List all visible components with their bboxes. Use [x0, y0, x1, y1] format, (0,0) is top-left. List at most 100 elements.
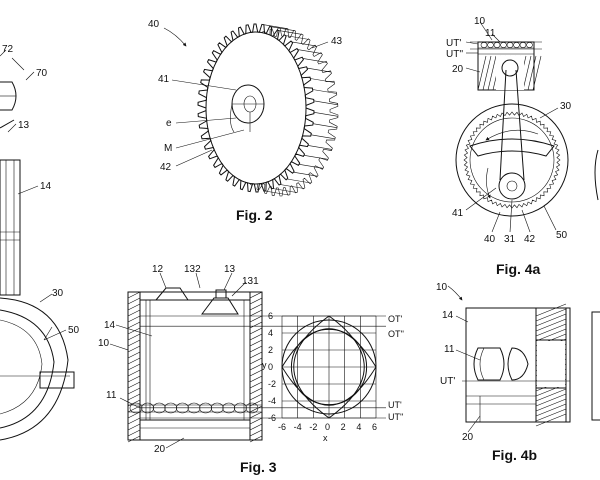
- fig4a-hatch-line: [487, 55, 497, 91]
- fig4a-rotation-arrow-lower: [486, 167, 491, 199]
- fig3-hatch-line: [249, 345, 263, 353]
- fig1-partial: 72 70 13 14 30 50: [0, 44, 80, 441]
- fig3-x-tick-label: 4: [356, 422, 361, 432]
- fig3-hatch-line: [249, 381, 263, 389]
- fig2-tooth-depth-line: [306, 67, 332, 73]
- fig3-hatch-line: [249, 423, 263, 431]
- fig2-tooth-depth-line: [270, 26, 295, 31]
- fig3-hatch-line: [127, 315, 141, 323]
- fig3-label-13: 13: [224, 264, 236, 275]
- fig4b-ring-left: [473, 347, 505, 381]
- fig4b-ring-right: [507, 347, 529, 381]
- fig3-x-tick-label: 2: [341, 422, 346, 432]
- fig3-hatch-line: [249, 327, 263, 335]
- fig3-cylinder-wall-left: [127, 291, 141, 441]
- fig2-label-42: 42: [160, 162, 172, 173]
- fig3-hatch-line: [127, 375, 141, 383]
- fig4a-caption: Fig. 4a: [496, 261, 541, 277]
- fig3-hatch-line: [127, 435, 141, 443]
- fig4b-figure: 10 14 11 UT' 20 Fig. 4b: [436, 282, 600, 463]
- fig3-label-132: 132: [184, 264, 201, 275]
- fig2-tooth-depth-line: [299, 164, 324, 169]
- fig3-hatch-line: [127, 345, 141, 353]
- fig2-label-43: 43: [331, 36, 343, 47]
- fig2-label-40: 40: [148, 19, 160, 30]
- fig4a-label-42: 42: [524, 234, 536, 245]
- fig3-valve-12: [155, 287, 189, 301]
- fig4a-hatch-line: [532, 55, 542, 91]
- fig3-wall-hatching: [127, 291, 263, 443]
- fig2-tooth-depth-line: [279, 184, 305, 189]
- fig4a-ring: [526, 42, 533, 48]
- fig3-hatch-line: [249, 429, 263, 437]
- fig3-hatch-line: [127, 309, 141, 317]
- fig3-hatch-line: [127, 303, 141, 311]
- fig4b-hatch-line: [535, 388, 567, 402]
- fig3-hatch-line: [127, 417, 141, 425]
- fig4a-piston-rings: [480, 42, 533, 48]
- fig2-label-41: 41: [158, 74, 170, 85]
- fig4b-hatch-line: [535, 398, 567, 412]
- fig4b-label-11: 11: [444, 344, 455, 355]
- fig4b-hatch-line: [535, 413, 567, 427]
- fig3-hatch-line: [127, 339, 141, 347]
- fig2-tooth-depth-line: [264, 190, 289, 196]
- fig4b-hatch-line: [535, 323, 567, 337]
- fig4b-label-14: 14: [442, 310, 454, 321]
- fig3-hatch-line: [127, 333, 141, 341]
- fig3-hatch-line: [127, 387, 141, 395]
- fig3-hatch-line: [127, 393, 141, 401]
- fig3-hatch-line: [249, 411, 263, 419]
- fig3-hatch-line: [249, 435, 263, 443]
- fig3-hatch-line: [249, 405, 263, 413]
- fig3-label-20: 20: [154, 444, 166, 455]
- fig2-label-e: e: [166, 118, 172, 129]
- fig4a-label-40: 40: [484, 234, 496, 245]
- fig4a-internal-gear: [463, 111, 561, 209]
- fig2-tooth-depth-line: [286, 178, 312, 184]
- fig4a-connecting-rod: [499, 69, 525, 181]
- fig1-label-70: 70: [36, 68, 48, 79]
- fig1-label-72: 72: [2, 44, 14, 55]
- fig4b-hatch-line: [535, 313, 567, 327]
- fig3-x-tick-label: 6: [372, 422, 377, 432]
- fig3-y-tick-label: 2: [268, 345, 273, 355]
- fig4a-piston-gap: [496, 56, 524, 90]
- fig3-y-tick-label: -4: [268, 396, 276, 406]
- fig4b-caption: Fig. 4b: [492, 447, 537, 463]
- fig4a-label-50: 50: [556, 230, 568, 241]
- fig2-tooth-depth-line: [262, 24, 287, 29]
- fig4a-piston-hatching: [477, 55, 542, 91]
- fig3-hatch-line: [249, 315, 263, 323]
- fig4a-figure: 10 11 UT' UT'' 20 30 41 40 31 42 50 Fig.…: [446, 16, 599, 277]
- fig3-hatch-line: [249, 321, 263, 329]
- fig3-plot-reference-lines: [140, 315, 386, 419]
- fig3-hatch-line: [249, 291, 263, 299]
- fig3-hatch-line: [127, 423, 141, 431]
- fig2-tooth-depth-line: [272, 188, 297, 193]
- fig3-caption: Fig. 3: [240, 459, 277, 475]
- fig3-label-12: 12: [152, 264, 164, 275]
- fig3-hatch-line: [249, 387, 263, 395]
- fig3-label-10: 10: [98, 338, 110, 349]
- fig2-tooth-depth-line: [297, 49, 322, 54]
- fig4b-hatch-line: [535, 318, 567, 332]
- fig3-hatch-line: [127, 327, 141, 335]
- fig3-right-label-OT1: OT': [388, 314, 402, 324]
- fig3-hatch-line: [249, 357, 263, 365]
- fig3-hatch-line: [249, 303, 263, 311]
- fig3-x-tick-label: -6: [278, 422, 286, 432]
- fig2-tooth-depth-line: [291, 41, 316, 47]
- fig1-label-30: 30: [52, 288, 64, 299]
- fig4a-outer-ring: [455, 103, 569, 217]
- fig4b-label-10: 10: [436, 282, 448, 293]
- fig4a-hatch-line: [482, 55, 492, 91]
- fig3-hatch-line: [249, 297, 263, 305]
- fig3-hatch-line: [249, 339, 263, 347]
- fig3-hatch-line: [127, 357, 141, 365]
- fig4a-ring: [519, 42, 527, 48]
- fig3-hatch-line: [249, 417, 263, 425]
- fig4b-hatch-line: [535, 408, 567, 422]
